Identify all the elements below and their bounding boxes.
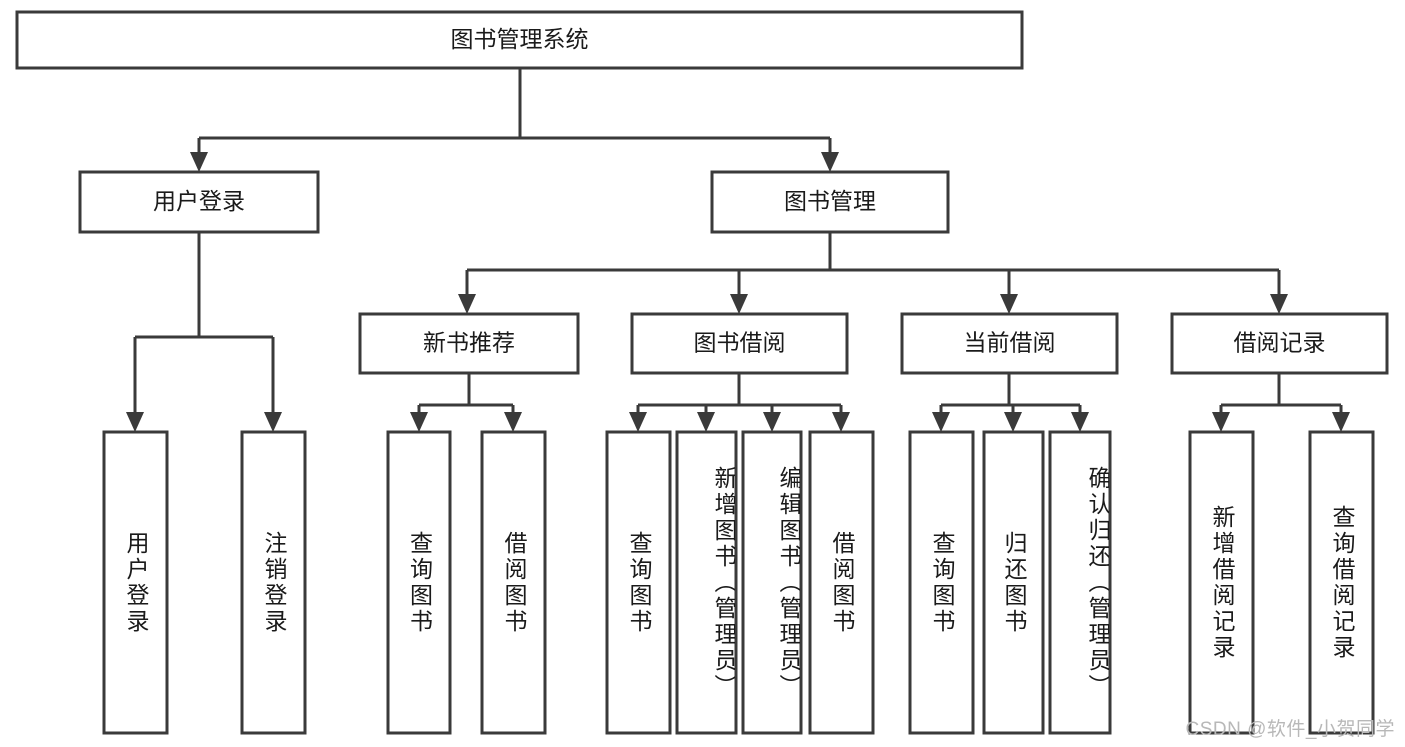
- node-leaf-query-book-1[interactable]: 查询图书: [386, 430, 452, 735]
- node-borrow-record[interactable]: 借阅记录: [1170, 312, 1389, 375]
- node-leaf-logout-box[interactable]: [240, 430, 307, 735]
- node-leaf-borrow-book-2-label: 借阅图书: [829, 530, 855, 635]
- node-leaf-user-login-label-wrap: 用户登录: [123, 530, 149, 635]
- node-user-login-box[interactable]: [78, 170, 320, 234]
- node-leaf-user-login-label: 用户登录: [123, 530, 149, 635]
- node-leaf-query-record-box[interactable]: [1308, 430, 1375, 735]
- book-manage-drop-3-arrowhead: [1270, 294, 1288, 314]
- node-leaf-user-login-box[interactable]: [102, 430, 169, 735]
- node-leaf-return-book-label: 归还图书: [1001, 530, 1027, 635]
- node-current-borrow-label: 当前借阅: [964, 330, 1056, 356]
- node-leaf-add-record-label: 新增借阅记录: [1209, 504, 1235, 661]
- node-leaf-query-book-2-label: 查询图书: [626, 530, 652, 635]
- new-book-rec-drop-0-arrowhead: [410, 412, 428, 432]
- book-borrow-drop-2-arrowhead: [763, 412, 781, 432]
- node-leaf-confirm-return-label: 确认归还（管理员）: [1085, 465, 1109, 700]
- borrow-record-drop-1-arrowhead: [1332, 412, 1350, 432]
- node-leaf-edit-book[interactable]: 编辑图书（管理员）: [741, 430, 803, 735]
- node-leaf-query-book-2-label-wrap: 查询图书: [626, 530, 652, 635]
- node-user-login-label: 用户登录: [153, 188, 245, 214]
- node-book-manage-box[interactable]: [710, 170, 950, 234]
- node-leaf-query-record-label: 查询借阅记录: [1329, 504, 1355, 661]
- node-leaf-add-record-label-wrap: 新增借阅记录: [1209, 504, 1235, 661]
- root-drop-0-arrowhead: [190, 152, 208, 172]
- node-leaf-add-book-box[interactable]: [675, 430, 738, 735]
- node-root-box[interactable]: [15, 10, 1024, 70]
- node-book-manage-label: 图书管理: [784, 188, 876, 214]
- book-manage-drop-2-arrowhead: [1000, 294, 1018, 314]
- node-leaf-confirm-return[interactable]: 确认归还（管理员）: [1048, 430, 1112, 735]
- root-drop-1-arrowhead: [821, 152, 839, 172]
- node-new-book-rec-box[interactable]: [358, 312, 580, 375]
- node-book-borrow[interactable]: 图书借阅: [630, 312, 849, 375]
- connector-layer: [126, 68, 1350, 432]
- node-borrow-record-label: 借阅记录: [1234, 330, 1326, 356]
- node-leaf-borrow-book-1[interactable]: 借阅图书: [480, 430, 547, 735]
- node-leaf-confirm-return-box[interactable]: [1048, 430, 1112, 735]
- node-leaf-borrow-book-1-label: 借阅图书: [501, 530, 527, 635]
- node-leaf-query-book-3-label: 查询图书: [929, 530, 955, 635]
- node-leaf-edit-book-label-wrap: 编辑图书（管理员）: [776, 465, 800, 700]
- node-leaf-add-record-box[interactable]: [1188, 430, 1255, 735]
- user-login-drop-0-arrowhead: [126, 412, 144, 432]
- borrow-record-drop-0-arrowhead: [1212, 412, 1230, 432]
- node-leaf-user-login[interactable]: 用户登录: [102, 430, 169, 735]
- node-leaf-edit-book-box[interactable]: [741, 430, 803, 735]
- node-borrow-record-box[interactable]: [1170, 312, 1389, 375]
- node-leaf-query-book-2[interactable]: 查询图书: [605, 430, 672, 735]
- book-borrow-drop-1-arrowhead: [697, 412, 715, 432]
- csdn-watermark: CSDN @软件_小贺同学: [1185, 719, 1395, 740]
- current-borrow-drop-1-arrowhead: [1004, 412, 1022, 432]
- node-current-borrow[interactable]: 当前借阅: [900, 312, 1119, 375]
- node-leaf-add-book-label: 新增图书（管理员）: [711, 465, 735, 700]
- node-leaf-edit-book-label: 编辑图书（管理员）: [776, 465, 800, 700]
- book-manage-drop-0-arrowhead: [458, 294, 476, 314]
- current-borrow-drop-0-arrowhead: [932, 412, 950, 432]
- new-book-rec-drop-1-arrowhead: [504, 412, 522, 432]
- node-leaf-return-book-label-wrap: 归还图书: [1001, 530, 1027, 635]
- node-leaf-add-book-label-wrap: 新增图书（管理员）: [711, 465, 735, 700]
- node-book-borrow-box[interactable]: [630, 312, 849, 375]
- node-leaf-query-book-3-box[interactable]: [908, 430, 975, 735]
- node-leaf-borrow-book-1-box[interactable]: [480, 430, 547, 735]
- node-leaf-return-book[interactable]: 归还图书: [982, 430, 1045, 735]
- node-leaf-borrow-book-2-box[interactable]: [808, 430, 875, 735]
- node-leaf-query-book-1-box[interactable]: [386, 430, 452, 735]
- node-leaf-logout[interactable]: 注销登录: [240, 430, 307, 735]
- user-login-drop-1-arrowhead: [264, 412, 282, 432]
- node-leaf-query-record[interactable]: 查询借阅记录: [1308, 430, 1375, 735]
- node-leaf-add-record[interactable]: 新增借阅记录: [1188, 430, 1255, 735]
- node-leaf-query-book-3-label-wrap: 查询图书: [929, 530, 955, 635]
- node-leaf-query-book-1-label-wrap: 查询图书: [406, 530, 433, 635]
- node-leaf-query-book-1-label: 查询图书: [406, 530, 433, 635]
- node-leaf-add-book[interactable]: 新增图书（管理员）: [675, 430, 738, 735]
- node-book-borrow-label: 图书借阅: [694, 330, 786, 356]
- node-leaf-borrow-book-2[interactable]: 借阅图书: [808, 430, 875, 735]
- node-book-manage[interactable]: 图书管理: [710, 170, 950, 234]
- node-leaf-query-book-3[interactable]: 查询图书: [908, 430, 975, 735]
- book-borrow-drop-3-arrowhead: [832, 412, 850, 432]
- book-borrow-drop-0-arrowhead: [629, 412, 647, 432]
- book-manage-drop-1-arrowhead: [730, 294, 748, 314]
- node-layer: 图书管理系统用户登录图书管理新书推荐图书借阅当前借阅借阅记录用户登录注销登录查询…: [15, 10, 1389, 735]
- node-new-book-rec-label: 新书推荐: [423, 330, 515, 356]
- node-leaf-query-record-label-wrap: 查询借阅记录: [1329, 504, 1355, 661]
- node-root[interactable]: 图书管理系统: [15, 10, 1024, 70]
- current-borrow-drop-2-arrowhead: [1071, 412, 1089, 432]
- node-leaf-query-book-2-box[interactable]: [605, 430, 672, 735]
- node-leaf-confirm-return-label-wrap: 确认归还（管理员）: [1085, 465, 1109, 700]
- node-leaf-return-book-box[interactable]: [982, 430, 1045, 735]
- node-current-borrow-box[interactable]: [900, 312, 1119, 375]
- node-leaf-logout-label-wrap: 注销登录: [261, 530, 287, 635]
- node-leaf-borrow-book-2-label-wrap: 借阅图书: [829, 530, 855, 635]
- node-user-login[interactable]: 用户登录: [78, 170, 320, 234]
- node-new-book-rec[interactable]: 新书推荐: [358, 312, 580, 375]
- node-leaf-borrow-book-1-label-wrap: 借阅图书: [501, 530, 527, 635]
- node-leaf-logout-label: 注销登录: [261, 530, 287, 635]
- node-root-label: 图书管理系统: [451, 26, 589, 52]
